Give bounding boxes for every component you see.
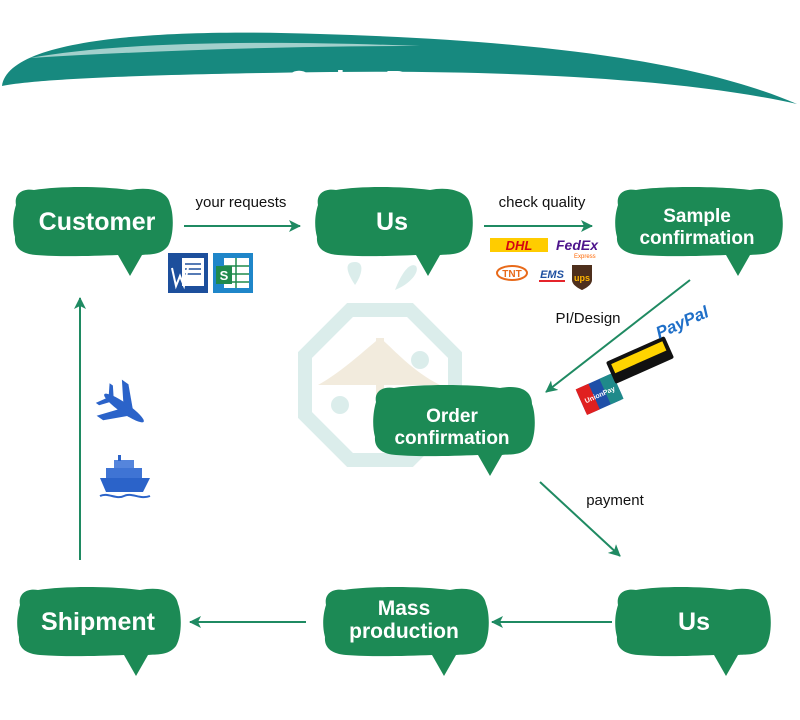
node-label-sample-line1: Sample (663, 206, 731, 227)
node-label-customer: Customer (39, 208, 156, 236)
tnt-logo-text: TNT (502, 269, 521, 280)
edge-label-quality: check quality (499, 194, 586, 211)
tnt-logo: TNT (496, 265, 528, 281)
dhl-logo-text: DHL (506, 238, 533, 253)
ems-logo: EMS (539, 269, 565, 282)
header-banner: Order Process (2, 32, 797, 105)
node-mass: Mass production (323, 587, 489, 676)
page-title: Order Process (286, 64, 513, 101)
header-highlight (30, 42, 420, 58)
cargo-ship-icon (99, 455, 151, 499)
fedex-logo-text: FedEx (556, 237, 599, 253)
paypal-logo-text: PayPal (653, 302, 713, 343)
unionpay-card: UnionPay (575, 373, 624, 416)
node-customer: Customer (13, 187, 173, 276)
edge-label-requests: your requests (196, 194, 287, 211)
node-order: Order confirmation (373, 385, 535, 476)
excel-spreadsheet-icon: S (213, 253, 253, 293)
ups-logo: ups (572, 265, 592, 290)
ups-logo-text: ups (574, 273, 590, 283)
dhl-logo: DHL (490, 238, 548, 253)
western-union-card (606, 336, 674, 384)
node-label-sample-line2: confirmation (639, 228, 754, 249)
node-label-us-bottom: Us (678, 608, 710, 636)
paypal-logo: PayPal (653, 302, 713, 343)
word-document-icon (168, 253, 208, 293)
svg-text:S: S (220, 268, 229, 283)
node-label-order-line1: Order (426, 406, 478, 427)
node-sample: Sample confirmation (615, 187, 783, 276)
node-shipment: Shipment (17, 587, 181, 676)
arrow-sample-to-order (545, 279, 691, 393)
fedex-logo: FedEx Express (556, 237, 599, 260)
fedex-logo-subtext: Express (574, 254, 596, 260)
edge-label-pi-design: PI/Design (555, 310, 620, 327)
node-label-mass-line1: Mass (378, 597, 431, 620)
node-label-order-line2: confirmation (394, 428, 509, 449)
node-us-bottom: Us (615, 587, 771, 676)
header-swoosh (2, 32, 797, 105)
arrow-order-to-us (539, 481, 621, 557)
flow-arrows (74, 220, 691, 628)
node-label-us-top: Us (376, 208, 408, 236)
edge-label-payment: payment (586, 492, 644, 509)
airplane-icon (95, 379, 144, 423)
node-label-shipment: Shipment (41, 608, 156, 636)
ems-logo-text: EMS (540, 269, 565, 281)
node-label-mass-line2: production (349, 620, 459, 643)
node-us-top: Us (315, 187, 473, 276)
watermark-logo (298, 262, 462, 467)
